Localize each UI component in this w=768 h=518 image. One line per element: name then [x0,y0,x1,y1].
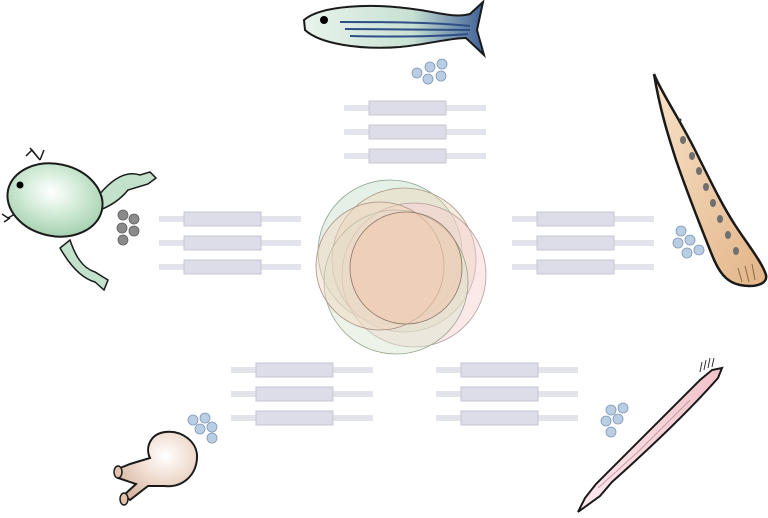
hydrozoan-icon [577,357,724,513]
zebrafish-icon [302,0,486,59]
gene-bars-top [344,100,486,164]
cell-cluster-sea-pen [600,402,629,438]
gene-bar [231,362,373,378]
venn-circle-6 [349,211,463,325]
frog-icon [1,147,158,292]
gene-bar [344,124,486,140]
gene-bars-bottom-right [436,362,578,426]
lancelet-icon [652,73,768,288]
cell-cluster-fish [411,58,448,85]
gene-bar [231,386,373,402]
gene-bar [159,259,301,275]
gene-bar [436,410,578,426]
gene-bar [436,362,578,378]
gene-bar [512,211,654,227]
gene-bars-left [159,211,301,275]
gene-bar [159,211,301,227]
cell-cluster-lancelet [672,225,705,259]
gene-bar [344,100,486,116]
gene-bar [231,410,373,426]
fish-eye [320,16,328,24]
cell-cluster-sponge [187,412,218,444]
lancelet-spots [680,136,739,255]
gene-bar [512,235,654,251]
gene-bar [436,386,578,402]
gene-bar [512,259,654,275]
cell-cluster-frog [116,209,140,246]
sponge-icon [113,430,199,506]
venn-diagram [315,179,487,355]
gene-bars-right [512,211,654,275]
gene-bar [159,235,301,251]
frog-eye [16,181,24,189]
gene-bar [344,148,486,164]
gene-bars-bottom-left [231,362,373,426]
